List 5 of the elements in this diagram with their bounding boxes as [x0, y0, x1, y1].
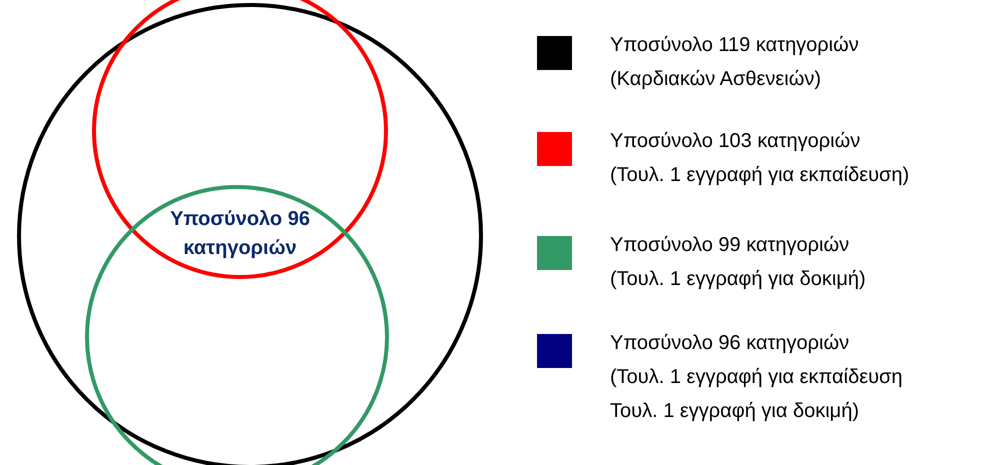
- set-label: Υποσύνολο 96 κατηγοριών: [169, 207, 311, 261]
- legend-label: Υποσύνολο 96 κατηγοριών (Τουλ. 1 εγγραφή για εκπαίδευση Τουλ. 1 εγγραφή για δοκιμή): [610, 331, 903, 424]
- legend-label: Υποσύνολο 119 κατηγοριών (Καρδιακών Ασθενειών): [610, 33, 859, 92]
- legend-label: Υποσύνολο 103 κατηγοριών (Τουλ. 1 εγγραφή για εκπαίδευση): [610, 129, 910, 188]
- legend-label: Υποσύνολο 99 κατηγοριών (Τουλ. 1 εγγραφή για δοκιμή): [610, 233, 866, 292]
